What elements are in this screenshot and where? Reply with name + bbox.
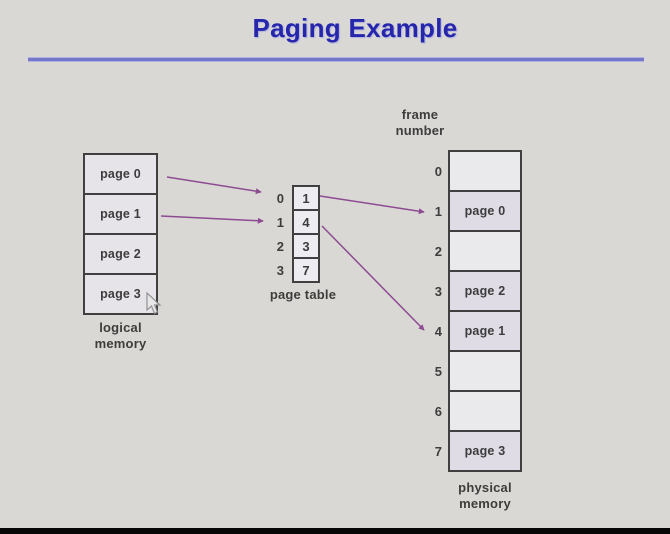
frame-number-label: frame number bbox=[395, 107, 445, 138]
frame-row: 7 page 3 bbox=[408, 430, 522, 472]
logical-page-0: page 0 bbox=[83, 153, 158, 195]
logical-page-2: page 2 bbox=[83, 233, 158, 275]
frame-cell: page 0 bbox=[448, 190, 522, 232]
frame-number: 5 bbox=[434, 363, 442, 379]
physical-memory-label: physical memory bbox=[458, 480, 512, 511]
frame-number: 4 bbox=[434, 323, 442, 339]
page-table-index: 3 bbox=[276, 262, 284, 278]
page-table-row: 2 3 bbox=[250, 233, 320, 259]
page-table-row: 3 7 bbox=[250, 257, 320, 283]
title-underline bbox=[28, 57, 644, 62]
frame-number: 6 bbox=[434, 403, 442, 419]
frame-number: 0 bbox=[434, 163, 442, 179]
frame-number: 2 bbox=[434, 243, 442, 259]
page-table-index: 0 bbox=[276, 190, 284, 206]
frame-row: 0 bbox=[408, 150, 522, 192]
frame-cell: page 1 bbox=[448, 310, 522, 352]
frame-cell: page 2 bbox=[448, 270, 522, 312]
frame-row: 6 bbox=[408, 390, 522, 432]
physical-memory: 0 1 page 0 2 3 page 2 4 page 1 5 6 7 pag… bbox=[408, 150, 522, 472]
frame-row: 4 page 1 bbox=[408, 310, 522, 352]
frame-cell bbox=[448, 350, 522, 392]
page-title: Paging Example bbox=[252, 13, 458, 43]
page-table-value: 7 bbox=[292, 257, 320, 283]
frame-row: 3 page 2 bbox=[408, 270, 522, 312]
frame-cell bbox=[448, 230, 522, 272]
arrow-page0-to-pagetable bbox=[166, 176, 262, 195]
frame-cell bbox=[448, 150, 522, 192]
frame-cell bbox=[448, 390, 522, 432]
frame-row: 2 bbox=[408, 230, 522, 272]
logical-memory-label: logical memory bbox=[94, 320, 147, 351]
page-table-value: 4 bbox=[292, 209, 320, 235]
page-table-index: 1 bbox=[276, 214, 284, 230]
page-table: 0 1 1 4 2 3 3 7 bbox=[250, 185, 320, 283]
page-table-value: 1 bbox=[292, 185, 320, 211]
frame-row: 1 page 0 bbox=[408, 190, 522, 232]
page-table-row: 0 1 bbox=[250, 185, 320, 211]
frame-row: 5 bbox=[408, 350, 522, 392]
frame-number: 7 bbox=[434, 443, 442, 459]
bottom-letterbox-bar bbox=[0, 528, 670, 534]
page-table-index: 2 bbox=[276, 238, 284, 254]
page-table-value: 3 bbox=[292, 233, 320, 259]
page-table-row: 1 4 bbox=[250, 209, 320, 235]
arrow-page1-to-pagetable bbox=[160, 215, 264, 224]
logical-memory: page 0 page 1 page 2 page 3 bbox=[83, 153, 158, 315]
frame-number: 1 bbox=[434, 203, 442, 219]
frame-number: 3 bbox=[434, 283, 442, 299]
page-table-label: page table bbox=[269, 287, 337, 302]
logical-page-1: page 1 bbox=[83, 193, 158, 235]
logical-page-3: page 3 bbox=[83, 273, 158, 315]
frame-cell: page 3 bbox=[448, 430, 522, 472]
